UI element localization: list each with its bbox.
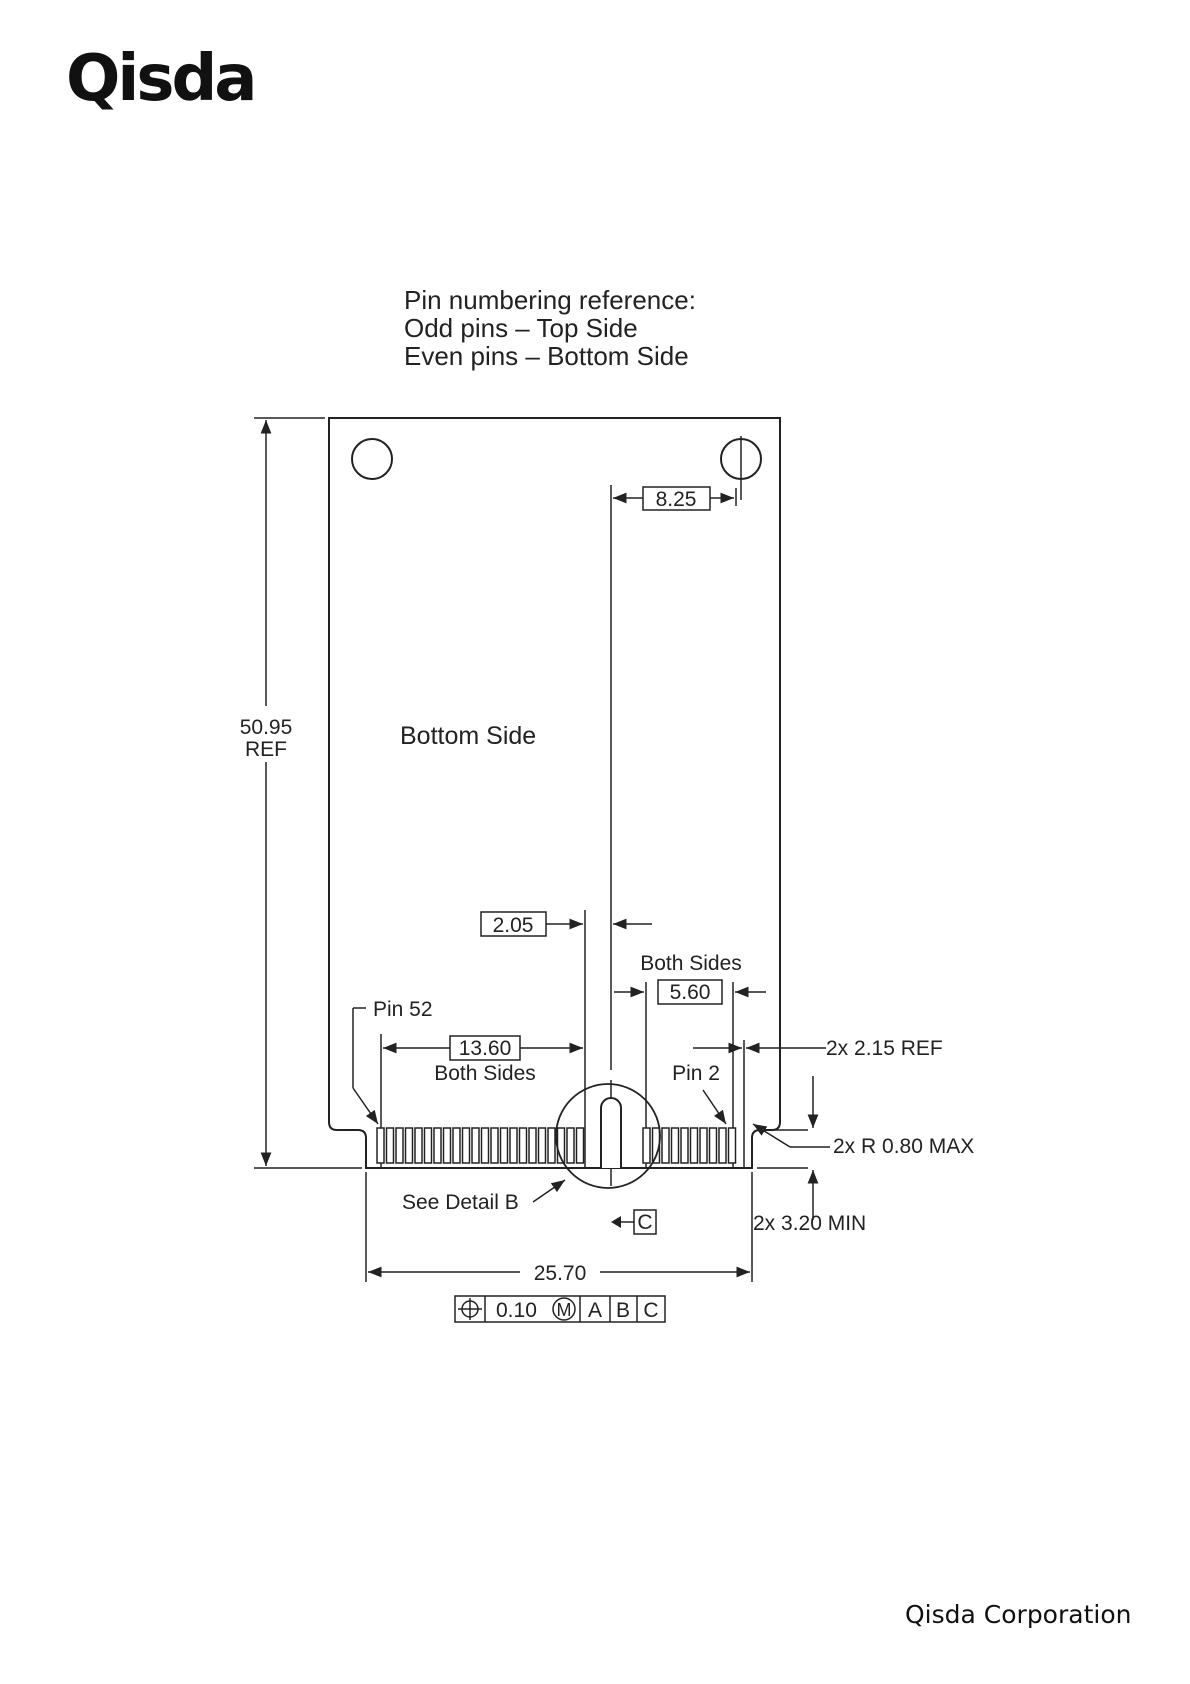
contact-pin: [415, 1128, 422, 1163]
mounting-hole-left: [352, 439, 392, 479]
radius-label: 2x R 0.80 MAX: [833, 1135, 974, 1158]
contact-pin: [710, 1128, 717, 1163]
contact-pin: [491, 1128, 498, 1163]
contact-pin: [396, 1128, 403, 1163]
contact-pin: [463, 1128, 470, 1163]
contact-pin: [444, 1128, 451, 1163]
contact-pin: [529, 1128, 536, 1163]
dim-25-70: 25.70: [534, 1262, 587, 1285]
tolerance-modifier: M: [557, 1300, 572, 1320]
key-notch: [601, 1098, 621, 1168]
height-ref: REF: [245, 738, 287, 761]
contact-pin: [472, 1128, 479, 1163]
card-outline: [329, 418, 780, 1168]
ref-2-15: 2x 2.15 REF: [826, 1037, 943, 1060]
contact-pins-right: [643, 1128, 736, 1163]
contact-pin: [510, 1128, 517, 1163]
pin-ref-line-3: Even pins – Bottom Side: [404, 341, 689, 371]
feature-control-frame: 0.10 M A B C: [455, 1296, 665, 1322]
datum-c: C: [637, 1211, 652, 1234]
tolerance-value: 0.10: [496, 1299, 537, 1322]
pin-ref-line-1: Pin numbering reference:: [404, 285, 696, 315]
datum-c-frame: C: [643, 1299, 658, 1322]
contact-pin: [643, 1128, 650, 1163]
height-value: 50.95: [240, 716, 293, 739]
dim-8-25: 8.25: [656, 488, 697, 511]
side-label: Bottom Side: [400, 722, 536, 750]
pin-ref-line-2: Odd pins – Top Side: [404, 313, 638, 343]
see-detail-b: See Detail B: [402, 1191, 519, 1214]
pin-52-label: Pin 52: [373, 998, 433, 1021]
contact-pin: [691, 1128, 698, 1163]
contact-pin: [729, 1128, 736, 1163]
dim-2-05: 2.05: [493, 914, 534, 937]
contact-pin: [662, 1128, 669, 1163]
contact-pin: [719, 1128, 726, 1163]
contact-pin: [672, 1128, 679, 1163]
datum-b: B: [616, 1299, 630, 1322]
contact-pin: [539, 1128, 546, 1163]
min-3-20: 2x 3.20 MIN: [753, 1212, 866, 1235]
both-sides-lower: Both Sides: [434, 1062, 536, 1085]
contact-pin: [482, 1128, 489, 1163]
contact-pin: [377, 1128, 384, 1163]
contact-pin: [501, 1128, 508, 1163]
contact-pins-left: [377, 1128, 584, 1163]
contact-pin: [425, 1128, 432, 1163]
contact-pin: [387, 1128, 394, 1163]
datum-a: A: [588, 1299, 602, 1322]
contact-pin: [453, 1128, 460, 1163]
dim-5-60: 5.60: [670, 981, 711, 1004]
contact-pin: [567, 1128, 574, 1163]
contact-pin: [700, 1128, 707, 1163]
contact-pin: [681, 1128, 688, 1163]
contact-pin: [434, 1128, 441, 1163]
contact-pin: [406, 1128, 413, 1163]
contact-pin: [520, 1128, 527, 1163]
contact-pin: [548, 1128, 555, 1163]
dim-13-60: 13.60: [459, 1037, 512, 1060]
contact-pin: [577, 1128, 584, 1163]
pin-2-label: Pin 2: [672, 1062, 720, 1085]
footer-company: Qisda Corporation: [905, 1600, 1131, 1629]
both-sides-upper: Both Sides: [640, 952, 742, 975]
